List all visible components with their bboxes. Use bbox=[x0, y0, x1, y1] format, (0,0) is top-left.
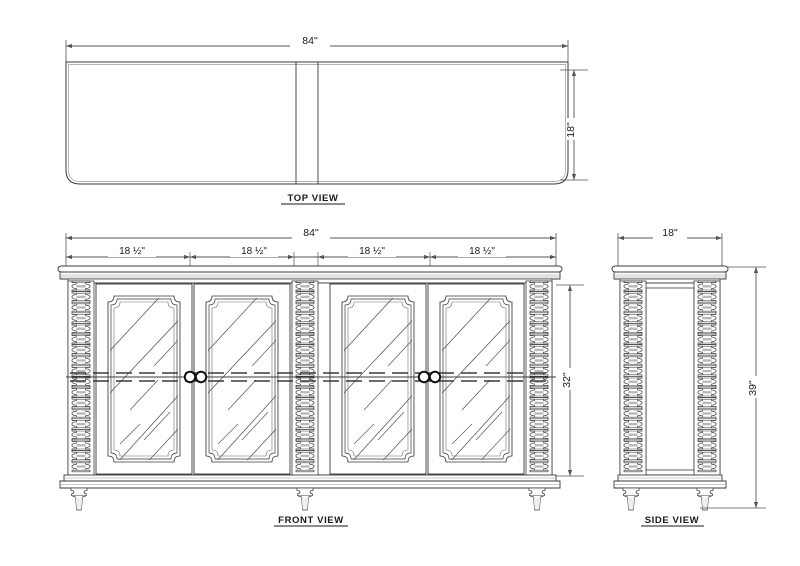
front-view-base-rail bbox=[59, 474, 561, 489]
top-view-depth-label: 18" bbox=[565, 122, 577, 138]
front-view-foot-right bbox=[528, 487, 546, 511]
top-view-depth-dimension: 18" bbox=[560, 69, 588, 181]
front-view-height-label: 32" bbox=[561, 372, 573, 388]
side-view-group: 18" bbox=[611, 226, 766, 527]
top-view-label: TOP VIEW bbox=[288, 193, 339, 204]
side-view-cornice bbox=[611, 265, 729, 284]
side-spindle-column-front bbox=[619, 280, 647, 478]
front-view-label: FRONT VIEW bbox=[278, 515, 344, 526]
top-view-width-dimension: 84" bbox=[65, 34, 569, 64]
top-view-outline bbox=[65, 61, 569, 185]
door-handle-right-pair[interactable] bbox=[417, 370, 442, 384]
front-view-height-dimension: 32" bbox=[556, 284, 584, 477]
front-view-centre-line bbox=[66, 372, 556, 382]
front-view-width-dimension: 84" bbox=[65, 226, 557, 266]
spindle-column-left bbox=[67, 280, 95, 478]
side-view-height-label: 39" bbox=[747, 380, 759, 396]
front-view-bay4-label: 18 ½" bbox=[469, 246, 495, 257]
front-view-foot-centre bbox=[296, 487, 314, 511]
side-view-foot-front bbox=[622, 487, 640, 511]
front-view-foot-left bbox=[70, 487, 88, 511]
front-view-caption: FRONT VIEW bbox=[274, 515, 348, 527]
front-view-cornice bbox=[57, 265, 563, 284]
spindle-column-right bbox=[525, 280, 553, 478]
front-view-group: 84" 18 ½" 18 ½" 18 ½" 18 ½" bbox=[57, 226, 584, 527]
front-view-bay2-label: 18 ½" bbox=[241, 246, 267, 257]
side-view-panel bbox=[645, 287, 695, 471]
side-view-foot-back bbox=[696, 487, 714, 511]
side-view-base-rail bbox=[613, 474, 727, 489]
top-view-caption: TOP VIEW bbox=[281, 193, 345, 205]
top-view-centre-seam bbox=[295, 62, 319, 184]
front-view-bay-dimensions: 18 ½" 18 ½" 18 ½" 18 ½" bbox=[66, 244, 556, 266]
side-view-label: SIDE VIEW bbox=[645, 515, 700, 526]
side-view-depth-label: 18" bbox=[662, 227, 678, 239]
side-view-depth-dimension: 18" bbox=[617, 226, 723, 266]
door-3[interactable] bbox=[326, 284, 430, 474]
top-view-group: 84" 18" TOP VIEW bbox=[65, 34, 588, 205]
front-view-bay3-label: 18 ½" bbox=[359, 246, 385, 257]
door-handle-left-pair[interactable] bbox=[183, 370, 208, 384]
front-view-width-label: 84" bbox=[303, 227, 319, 239]
top-view-width-label: 84" bbox=[302, 35, 318, 47]
side-spindle-column-back bbox=[693, 280, 721, 478]
spindle-column-centre bbox=[291, 280, 319, 478]
side-view-caption: SIDE VIEW bbox=[641, 515, 704, 527]
top-view-inner-outline bbox=[68, 64, 566, 182]
door-1[interactable] bbox=[92, 284, 196, 474]
side-view-height-dimension: 39" bbox=[700, 266, 766, 509]
front-view-bay1-label: 18 ½" bbox=[119, 246, 145, 257]
